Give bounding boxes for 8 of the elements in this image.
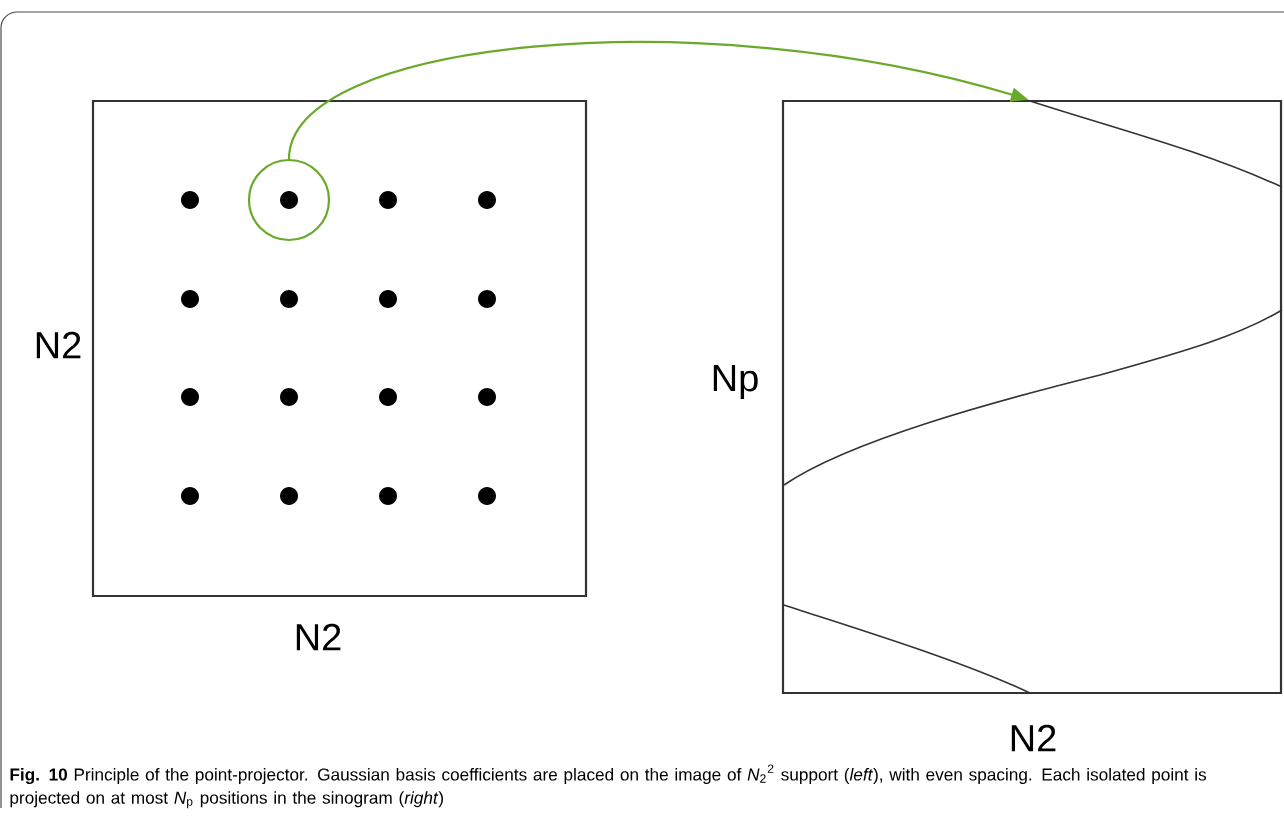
axis-label: N2 (1011, 724, 1056, 752)
caption: Fig. 10 Principle of the point-projector. Gaussian basis coefficients are placed on the image of N$_{2}$$^{2}$ support (left), with even spacing. Each isolated point is projected on at most N$_{p}$ positions in the sinogram (right) (10, 764, 1207, 809)
image-box (91, 99, 588, 598)
highlight-circle (247, 158, 331, 242)
axis-label: N2 (296, 623, 341, 651)
axis-label: N2 (36, 331, 81, 359)
axis-label: Np (713, 365, 758, 399)
sinogram-box (781, 99, 1283, 695)
